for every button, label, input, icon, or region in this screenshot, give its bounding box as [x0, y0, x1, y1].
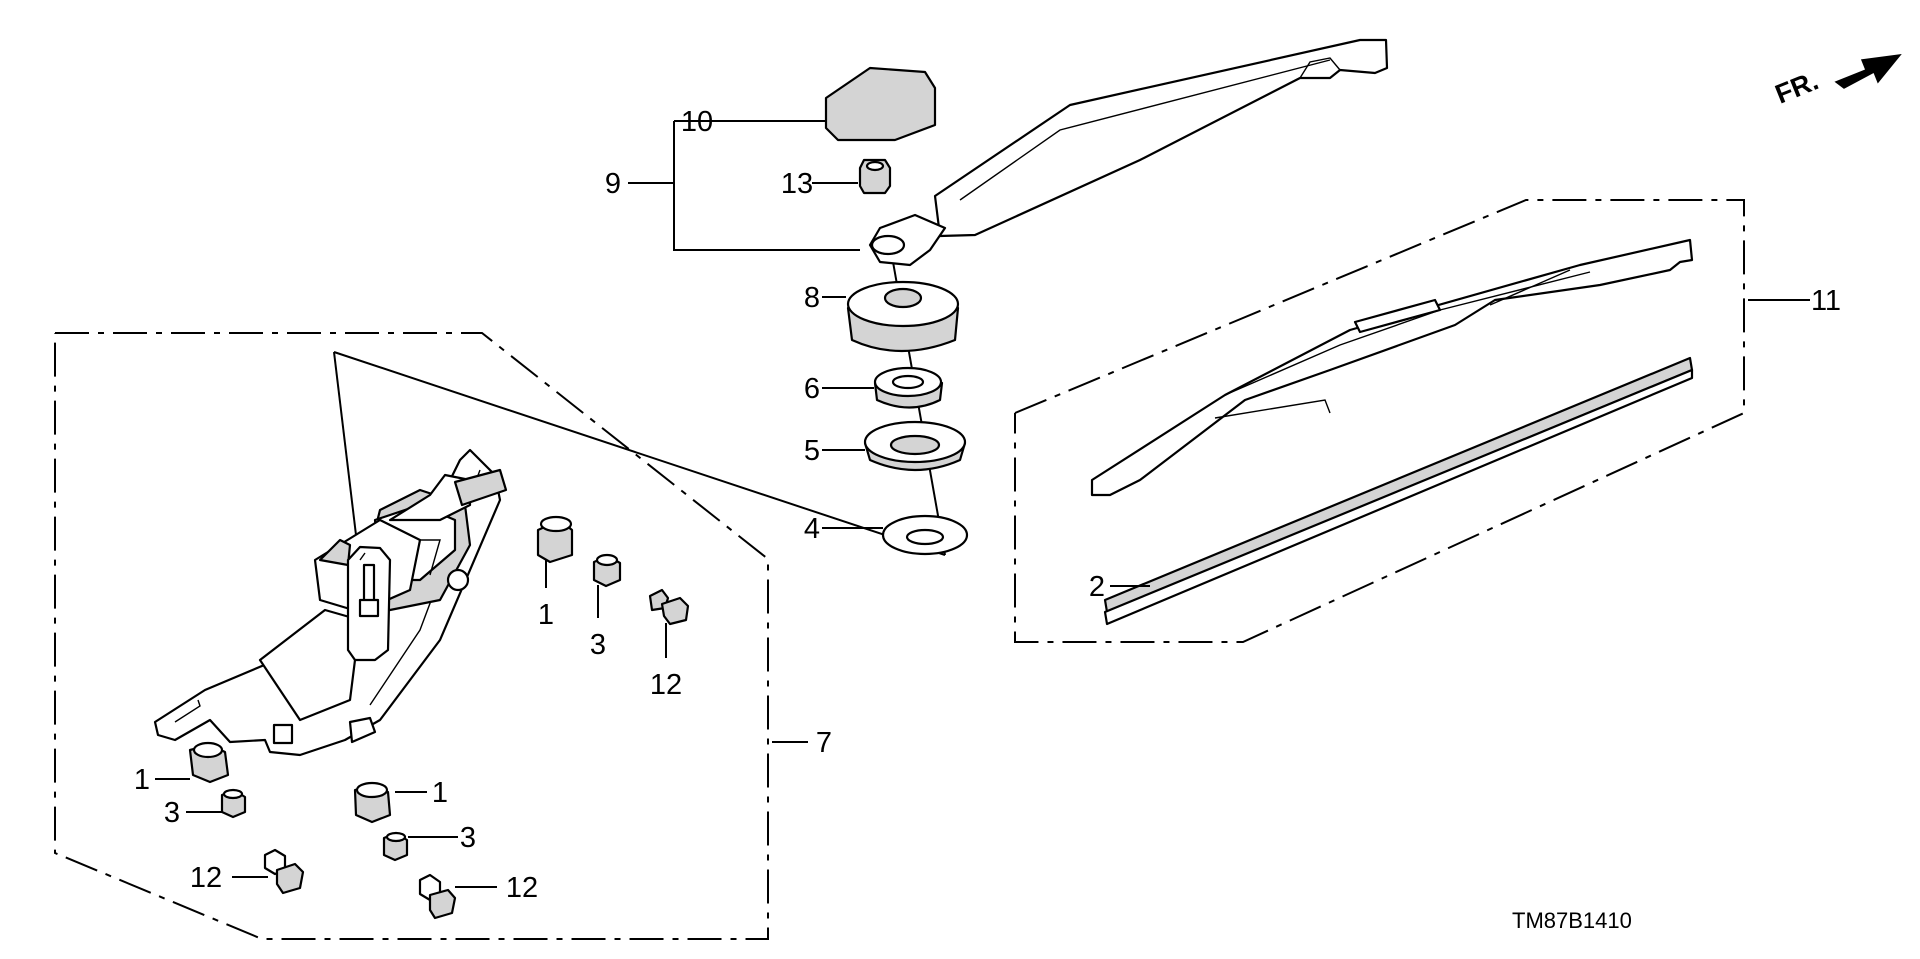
arm-cap: [824, 66, 937, 142]
group-11-boundary: [1014, 199, 1745, 643]
front-direction-indicator: FR.: [1771, 54, 1902, 110]
bushing-right: [353, 781, 392, 824]
callout-10: 10: [681, 106, 713, 138]
callout-3-right: 3: [460, 822, 476, 854]
callout-11: 11: [1811, 285, 1841, 317]
callout-2: 2: [1089, 571, 1105, 603]
spindle-washer: [881, 514, 969, 556]
collar-motor-top: [592, 553, 622, 588]
callout-1-right: 1: [432, 777, 448, 809]
callout-9: 9: [605, 168, 621, 200]
diagram-code: TM87B1410: [1512, 908, 1632, 933]
bolt-left: [263, 848, 305, 895]
callout-12-motor-top: 12: [650, 669, 682, 701]
callout-13: 13: [781, 168, 813, 200]
leader-lines: [155, 120, 1810, 888]
callout-4: 4: [804, 513, 820, 545]
callout-5: 5: [804, 435, 820, 467]
arrow-right-icon: [1834, 54, 1902, 89]
callout-12-left: 12: [190, 862, 222, 894]
bushing-motor-top: [536, 515, 574, 564]
wiper-motor-assembly: [153, 448, 508, 757]
motor-axis-line: [333, 351, 360, 561]
spindle-grommet: [863, 420, 967, 472]
callout-8: 8: [804, 282, 820, 314]
collar-right: [382, 831, 409, 862]
bolt-motor-top: [648, 588, 690, 626]
callout-1-motor-top: 1: [538, 599, 554, 631]
callout-12-right: 12: [506, 872, 538, 904]
callout-3-left: 3: [164, 797, 180, 829]
callout-7: 7: [816, 727, 832, 759]
wiper-blade-frame: [1090, 238, 1694, 497]
callout-3-motor-top: 3: [590, 629, 606, 661]
callout-6: 6: [804, 373, 820, 405]
collar-left: [220, 788, 247, 819]
callout-1-left: 1: [134, 764, 150, 796]
motor-axis-line-2: [333, 351, 946, 556]
wiper-arm: [868, 38, 1389, 267]
group-7-boundary: [54, 332, 769, 940]
bolt-right: [418, 873, 457, 920]
bushing-left: [188, 741, 230, 784]
wiper-blade-rubber: [1103, 356, 1694, 626]
arm-nut: [858, 158, 892, 195]
pivot-cover: [846, 280, 960, 353]
spindle-bushing: [873, 366, 944, 409]
front-label: FR.: [1771, 65, 1823, 109]
